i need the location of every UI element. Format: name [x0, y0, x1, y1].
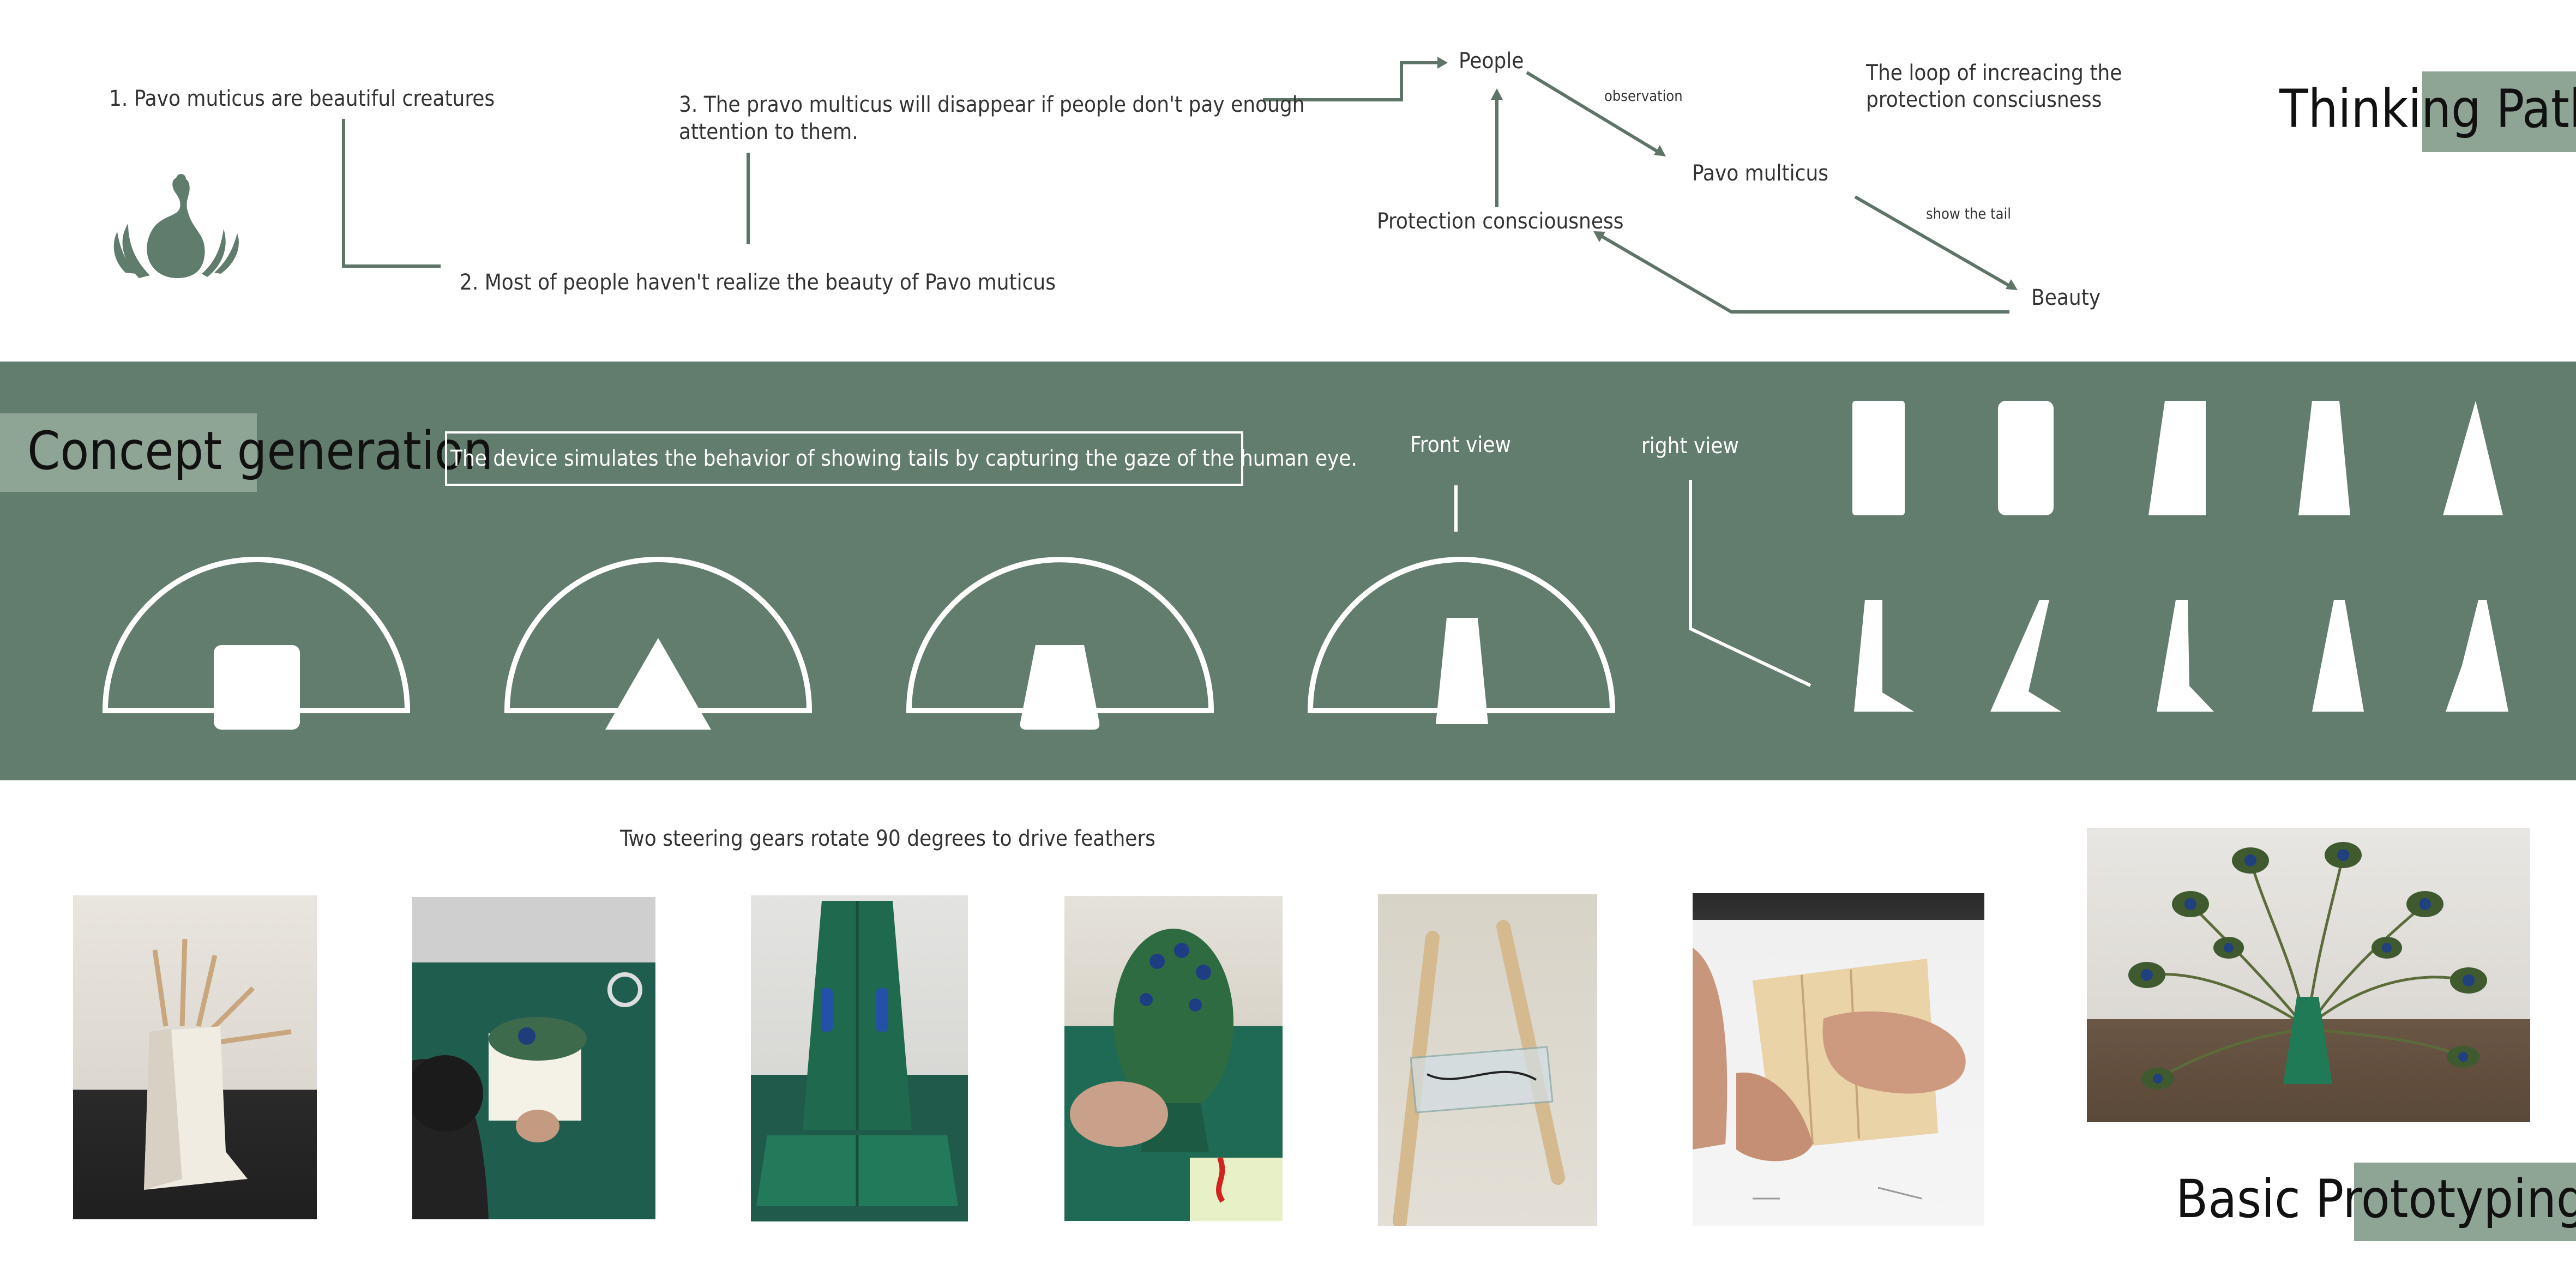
loop-node-pavo: Pavo multicus — [1692, 161, 1828, 186]
semicircle-tall-trapezoid-outline — [1307, 557, 1616, 713]
loop-node-beauty: Beauty — [2031, 285, 2101, 310]
prototyping-caption: Two steering gears rotate 90 degrees to … — [620, 826, 1155, 851]
loop-node-protection: Protection consciousness — [1377, 209, 1624, 234]
loop-node-people: People — [1459, 49, 1524, 74]
concept-title-chip — [0, 413, 257, 492]
thinking-path-title-chip — [2422, 71, 2576, 152]
right-view-label: right view — [1641, 434, 1739, 459]
square-base-shape — [214, 645, 300, 730]
side-profile-rect-2 — [1998, 401, 2054, 515]
side-profile-wedge — [2443, 401, 2503, 515]
thinking-path-connectors — [342, 57, 2018, 314]
concept-description: The device simulates the behavior of sho… — [450, 446, 1357, 471]
step2-text: 2. Most of people haven't realize the be… — [460, 270, 1056, 295]
prototyping-title-chip — [2354, 1163, 2576, 1241]
semicircle-triangle-outline — [504, 557, 812, 713]
tall-trapezoid-base-shape — [1436, 618, 1488, 724]
concept-sketches — [102, 401, 2508, 730]
side-profile-taper-2 — [2298, 401, 2350, 515]
side-profile-taper-1 — [2148, 401, 2206, 515]
side-profile-boot-4 — [2312, 600, 2364, 712]
hand-assembly-photo — [1693, 893, 1984, 1226]
front-view-label: Front view — [1410, 432, 1511, 458]
side-profile-boot-1 — [1854, 600, 1914, 712]
final-prototype-photo — [2087, 828, 2530, 1122]
assembling-feathers-photo — [412, 897, 655, 1219]
semicircle-square-outline — [102, 557, 411, 713]
loop-label-show-tail: show the tail — [1926, 206, 2011, 222]
semicircle-trapezoid-outline — [906, 557, 1214, 713]
concept-title: Concept generation — [27, 420, 493, 482]
side-profile-boot-2 — [1990, 600, 2061, 712]
triangle-base-shape — [605, 638, 711, 730]
side-profile-boot-3 — [2157, 600, 2214, 712]
wooden-rods-photo — [1378, 894, 1597, 1226]
loop-title-line2: protection consciusness — [1866, 87, 2102, 112]
loop-label-observation: observation — [1604, 88, 1683, 105]
green-housing-photo — [751, 895, 968, 1221]
thinking-path-title: Thinking Path — [2279, 79, 2576, 140]
white-prototype-photo — [73, 895, 317, 1219]
prototyping-title: Basic Prototyping — [2176, 1169, 2576, 1230]
concept-band — [0, 362, 2576, 780]
side-profile-boot-5 — [2446, 600, 2508, 712]
attaching-feathers-photo — [1064, 896, 1283, 1221]
trapezoid-base-shape — [1020, 645, 1100, 730]
concept-description-box — [445, 431, 1243, 486]
step3-text-line2: attention to them. — [679, 119, 858, 145]
step3-text-line1: 3. The pravo multicus will disappear if … — [679, 92, 1305, 117]
side-profile-rect-1 — [1852, 401, 1905, 515]
step1-text: 1. Pavo muticus are beautiful creatures — [109, 86, 495, 111]
peacock-logo-icon — [113, 174, 239, 278]
loop-title-line1: The loop of increacing the — [1866, 61, 2122, 86]
